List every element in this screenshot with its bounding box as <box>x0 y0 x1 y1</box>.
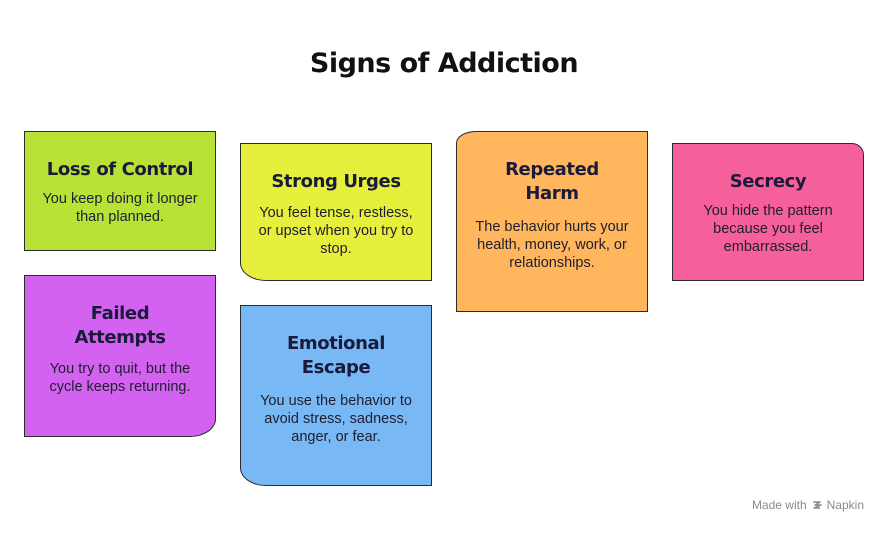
card-heading: Strong Urges <box>271 171 401 192</box>
napkin-brand: Napkin <box>826 498 864 512</box>
napkin-credit: Made with Napkin <box>752 498 864 512</box>
card-heading: Repeated Harm <box>505 159 599 204</box>
card-loss-of-control: Loss of Control You keep doing it longer… <box>24 131 216 251</box>
card-body: You keep doing it longer than planned. <box>42 191 198 225</box>
card-heading: Loss of Control <box>46 159 194 180</box>
page-title: Signs of Addiction <box>309 48 579 79</box>
card-body: You feel tense, restless, or upset when … <box>258 205 414 257</box>
card-body: The behavior hurts your health, money, w… <box>475 219 629 271</box>
card-body: You hide the pattern because you feel em… <box>703 203 833 255</box>
card-heading: Failed Attempts <box>74 303 166 348</box>
card-emotional-escape: Emotional Escape You use the behavior to… <box>240 305 432 486</box>
card-secrecy: Secrecy You hide the pattern because you… <box>672 143 864 281</box>
card-strong-urges: Strong Urges You feel tense, restless, o… <box>240 143 432 281</box>
card-body: You use the behavior to avoid stress, sa… <box>260 393 412 445</box>
card-body: You try to quit, but the cycle keeps ret… <box>49 361 191 395</box>
card-repeated-harm: Repeated Harm The behavior hurts your he… <box>456 131 648 312</box>
card-heading: Secrecy <box>729 171 807 192</box>
made-with-label: Made with <box>751 498 807 512</box>
napkin-logo-icon <box>812 501 822 509</box>
card-heading: Emotional Escape <box>286 333 386 378</box>
card-failed-attempts: Failed Attempts You try to quit, but the… <box>24 275 216 437</box>
